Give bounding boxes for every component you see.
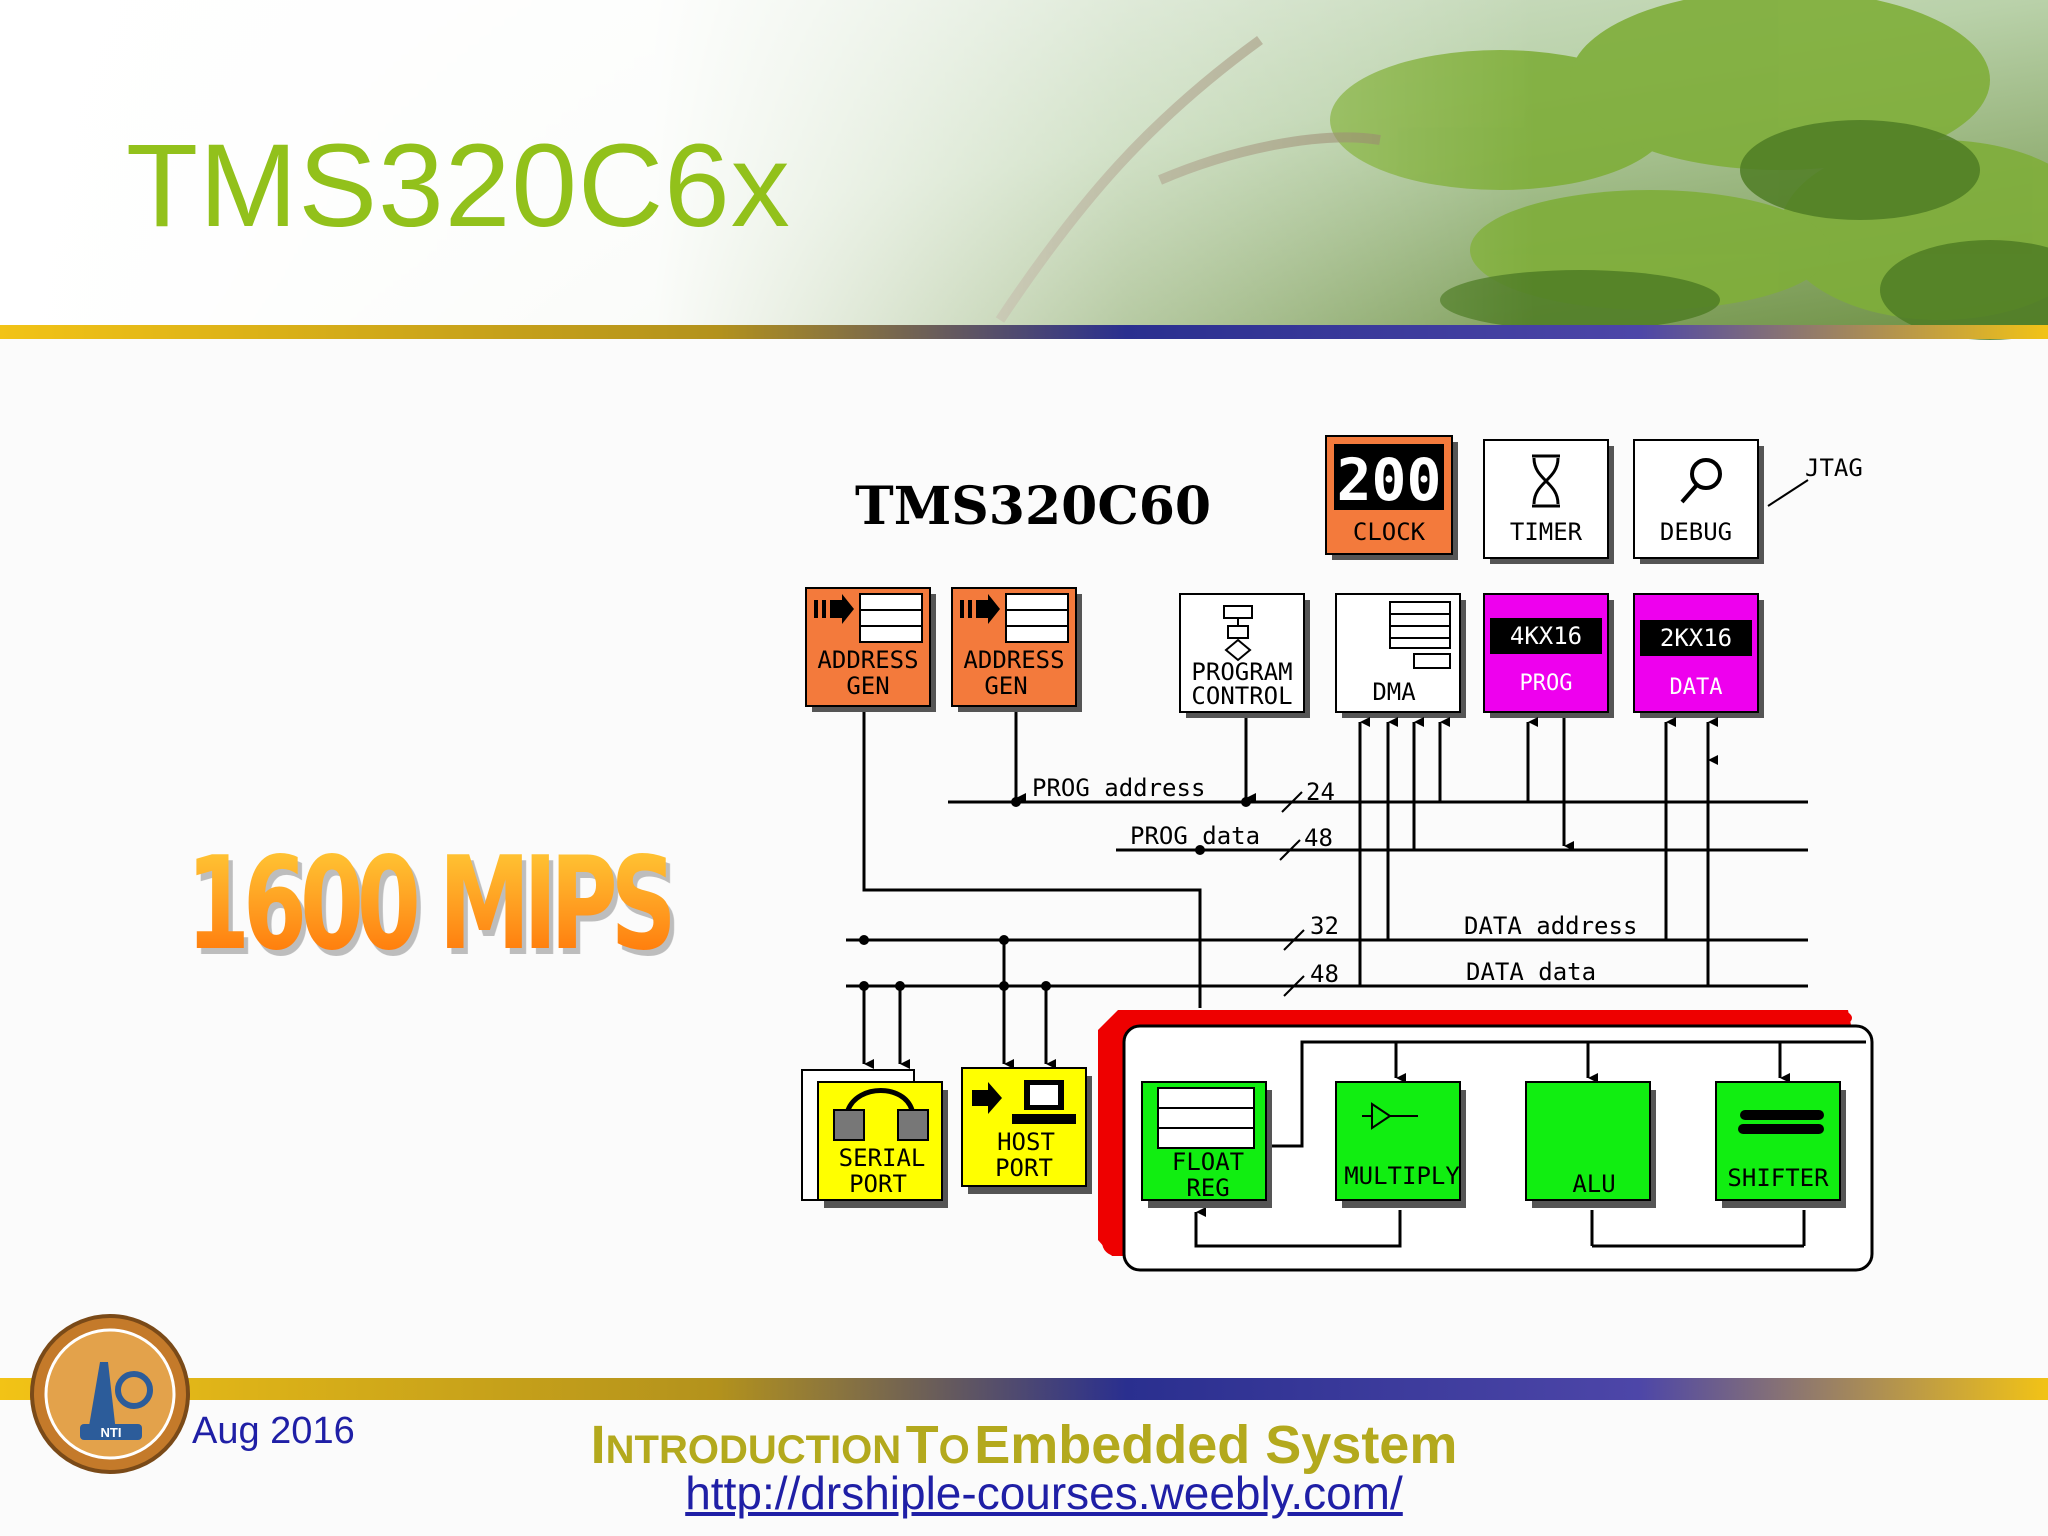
bus-prog-address-label: PROG address bbox=[1032, 774, 1205, 802]
cpu-core-frame bbox=[1098, 1010, 1874, 1272]
host-port-line1: HOST bbox=[997, 1128, 1055, 1156]
bus-prog-data-width: 48 bbox=[1304, 824, 1333, 852]
serial-port-block: SERIAL PORT bbox=[801, 1069, 948, 1208]
address-gen-1-line1: ADDRESS bbox=[817, 646, 918, 674]
timer-label: TIMER bbox=[1510, 518, 1583, 546]
magnifier-icon bbox=[1680, 458, 1722, 504]
bus-prog-address-width: 24 bbox=[1306, 778, 1335, 806]
program-control-line2: CONTROL bbox=[1191, 682, 1292, 710]
amplifier-icon bbox=[1362, 1102, 1418, 1130]
timer-block: TIMER bbox=[1483, 439, 1614, 564]
data-memory-size: 2KX16 bbox=[1660, 624, 1732, 652]
computer-icon bbox=[972, 1080, 1076, 1124]
course-title: INTRODUCTION TO Embedded System bbox=[0, 1414, 2048, 1476]
course-url-link[interactable]: http://drshiple-courses.weebly.com/ bbox=[685, 1467, 1403, 1519]
dma-label: DMA bbox=[1372, 678, 1416, 706]
address-gen-2-line1: ADDRESS bbox=[963, 646, 1064, 674]
bus-prog-data-label: PROG data bbox=[1130, 822, 1260, 850]
float-reg-block: FLOAT REG bbox=[1141, 1081, 1272, 1208]
clock-display: 200 bbox=[1337, 446, 1442, 514]
date-label: Aug 2016 bbox=[192, 1410, 355, 1452]
clock-label: CLOCK bbox=[1353, 518, 1426, 546]
float-reg-line2: REG bbox=[1186, 1174, 1229, 1202]
chip-title: TMS320C60 bbox=[855, 476, 1211, 537]
shifter-label: SHIFTER bbox=[1727, 1164, 1829, 1192]
alu-label: ALU bbox=[1572, 1170, 1615, 1198]
course-word2-initial: T bbox=[905, 1415, 939, 1475]
course-tail: Embedded System bbox=[974, 1415, 1458, 1475]
jtag-label: JTAG bbox=[1805, 454, 1863, 482]
mips-highlight: 1600 MIPS bbox=[186, 830, 677, 979]
prog-memory-label: PROG bbox=[1520, 671, 1573, 696]
slide-title: TMS320C6x bbox=[126, 120, 791, 252]
nti-logo: NTI bbox=[30, 1314, 190, 1474]
course-word1-initial: I bbox=[590, 1415, 606, 1475]
bus-data-address-width: 32 bbox=[1310, 912, 1339, 940]
float-reg-line1: FLOAT bbox=[1172, 1148, 1244, 1176]
address-gen-1-line2: GEN bbox=[846, 672, 889, 700]
data-memory-label: DATA bbox=[1670, 675, 1723, 700]
shifter-block: SHIFTER bbox=[1715, 1081, 1846, 1208]
serial-link-icon bbox=[833, 1088, 929, 1141]
program-control-block: PROGRAM CONTROL bbox=[1179, 593, 1310, 718]
shifter-icon bbox=[1738, 1110, 1824, 1134]
logo-text: NTI bbox=[101, 1425, 122, 1440]
data-memory-block: 2KX16 DATA bbox=[1633, 593, 1764, 718]
program-control-line1: PROGRAM bbox=[1191, 658, 1292, 686]
serial-port-line1: SERIAL bbox=[839, 1144, 926, 1172]
alu-block: ALU bbox=[1525, 1081, 1656, 1208]
address-gen-2-block: ADDRESS GEN bbox=[951, 587, 1082, 712]
course-word1-rest: NTRODUCTION bbox=[605, 1428, 902, 1472]
hourglass-icon bbox=[1532, 454, 1560, 508]
arrow-register-icon bbox=[814, 593, 923, 643]
header-fern-image bbox=[0, 0, 2048, 340]
course-word2-rest: O bbox=[938, 1428, 970, 1472]
arrow-register-icon bbox=[960, 593, 1069, 643]
address-gen-1-block: ADDRESS GEN bbox=[805, 587, 936, 712]
debug-block: DEBUG bbox=[1633, 439, 1764, 564]
address-gen-2-line2: GEN bbox=[984, 672, 1027, 700]
serial-port-line2: PORT bbox=[849, 1170, 907, 1198]
multiply-block: MULTIPLY bbox=[1335, 1081, 1466, 1208]
bus-data-data-label: DATA data bbox=[1466, 958, 1596, 986]
register-table-icon bbox=[1389, 601, 1451, 669]
flowchart-icon bbox=[1223, 605, 1253, 662]
register-table-icon bbox=[1157, 1087, 1255, 1149]
footer-bar bbox=[0, 1378, 2048, 1400]
prog-memory-size: 4KX16 bbox=[1510, 622, 1582, 650]
prog-memory-block: 4KX16 PROG bbox=[1483, 593, 1614, 718]
host-port-line2: PORT bbox=[995, 1154, 1053, 1182]
clock-block: 200 CLOCK bbox=[1325, 435, 1458, 560]
bus-data-address-label: DATA address bbox=[1464, 912, 1637, 940]
multiply-label: MULTIPLY bbox=[1344, 1162, 1460, 1190]
bus-data-data-width: 48 bbox=[1310, 960, 1339, 988]
debug-label: DEBUG bbox=[1660, 518, 1732, 546]
host-port-block: HOST PORT bbox=[961, 1067, 1092, 1194]
dma-block: DMA bbox=[1335, 593, 1466, 718]
